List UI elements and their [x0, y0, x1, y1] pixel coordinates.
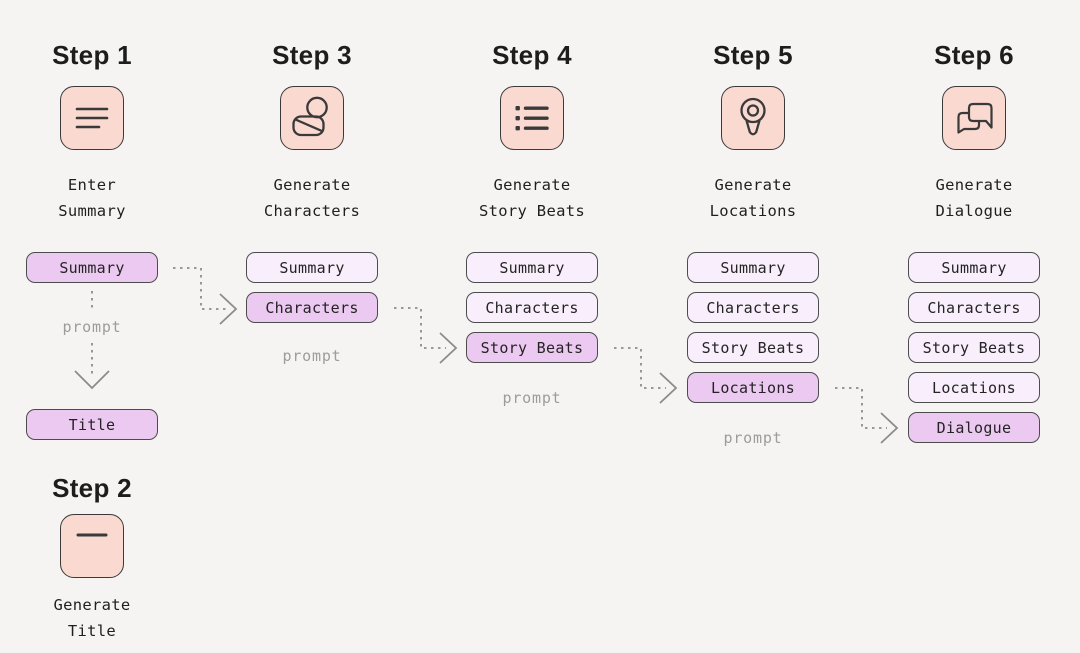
bullet-list-icon: [500, 86, 564, 150]
pill-summary: Summary: [466, 252, 598, 283]
step-column-1: Step 1 Enter Summary Summary prompt Titl…: [0, 0, 202, 653]
prompt-label: prompt: [282, 347, 342, 365]
pill-characters: Characters: [466, 292, 598, 323]
step-label: Generate Dialogue: [935, 176, 1013, 220]
person-icon: [280, 86, 344, 150]
step-column-4: Step 5 Generate Locations Summary Charac…: [643, 0, 863, 653]
pill-story-beats: Story Beats: [908, 332, 1040, 363]
prompt-label: prompt: [502, 389, 562, 407]
prompt-label: prompt: [723, 429, 783, 447]
title-line-icon: [60, 514, 124, 578]
step-label: Generate Locations: [709, 176, 797, 220]
pill-characters: Characters: [246, 292, 378, 323]
pill-locations: Locations: [687, 372, 819, 403]
step-column-5: Step 6 Generate Dialogue Summary Charact…: [864, 0, 1080, 653]
pill-characters: Characters: [687, 292, 819, 323]
step-title: Step 3: [272, 40, 352, 70]
pill-locations: Locations: [908, 372, 1040, 403]
step-label: Enter Summary: [58, 176, 126, 220]
pill-summary: Summary: [908, 252, 1040, 283]
step-title: Step 2: [52, 473, 132, 503]
pill-story-beats: Story Beats: [687, 332, 819, 363]
pill-summary: Summary: [687, 252, 819, 283]
pill-summary: Summary: [26, 252, 158, 283]
step-label: Generate Characters: [263, 176, 361, 220]
step-label: Generate Title: [53, 596, 131, 640]
pill-stack: Summary Characters Story Beats Locations: [687, 252, 819, 403]
step-icon-box: [500, 86, 564, 150]
step-icon-box: [60, 86, 124, 150]
pill-stack: Summary: [26, 252, 158, 283]
step-title: Step 1: [52, 40, 132, 70]
pill-stack: Summary Characters: [246, 252, 378, 323]
pill-summary: Summary: [246, 252, 378, 283]
step-title: Step 4: [492, 40, 572, 70]
pill-dialogue: Dialogue: [908, 412, 1040, 443]
prompt-label: prompt: [62, 318, 122, 336]
step-title: Step 5: [713, 40, 793, 70]
step-icon-box: [942, 86, 1006, 150]
step-label: Generate Story Beats: [479, 176, 585, 220]
step-column-2: Step 3 Generate Characters Summary Chara…: [202, 0, 422, 653]
location-pin-icon: [721, 86, 785, 150]
pill-characters: Characters: [908, 292, 1040, 323]
step-icon-box: [280, 86, 344, 150]
step-icon-box: [721, 86, 785, 150]
step-icon-box: [60, 514, 124, 578]
step-title: Step 6: [934, 40, 1014, 70]
step-column-3: Step 4 Generate Story Beats S: [422, 0, 642, 653]
pill-stack: Summary Characters Story Beats Locations…: [908, 252, 1040, 443]
text-lines-icon: [60, 86, 124, 150]
pill-story-beats: Story Beats: [466, 332, 598, 363]
pill-title: Title: [26, 409, 158, 440]
pill-stack: Summary Characters Story Beats: [466, 252, 598, 363]
chat-bubbles-icon: [942, 86, 1006, 150]
